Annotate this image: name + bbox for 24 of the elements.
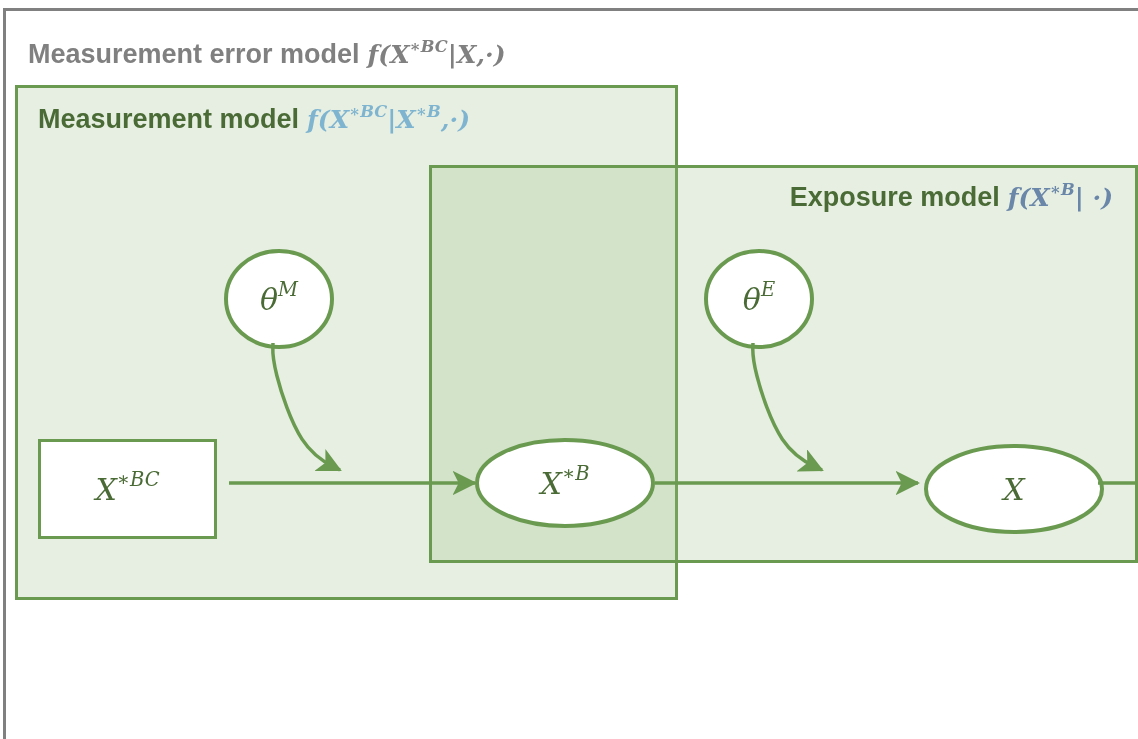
connector-line — [1098, 481, 1138, 485]
panel-title: Measurement error model — [28, 39, 360, 70]
formula: f(X$^{∗BC}$|X$^{∗B}$,·) — [307, 105, 470, 134]
variable-node — [224, 249, 334, 349]
observed-variable-box — [38, 439, 217, 539]
arrow — [271, 342, 342, 472]
panel-title: Exposure model — [789, 182, 1000, 213]
model-panel — [15, 85, 678, 600]
variable-label: θ$^{M}$ — [260, 281, 298, 317]
formula: f(X$^{∗B}$| ·) — [1007, 183, 1113, 212]
variable-node — [475, 438, 655, 528]
panel-title: Measurement model — [38, 104, 300, 135]
arrow — [751, 342, 824, 472]
variable-label: θ$^{E}$ — [742, 281, 776, 317]
arrow — [229, 470, 478, 496]
variable-label: X — [1003, 471, 1025, 507]
variable-label: X$^{∗B}$ — [540, 465, 590, 501]
arrow — [655, 470, 921, 496]
model-frame — [3, 8, 1138, 739]
variable-label: X$^{∗BC}$ — [95, 471, 160, 507]
variable-node — [704, 249, 814, 349]
model-panel — [429, 165, 1138, 563]
variable-node — [924, 444, 1104, 534]
formula: f(X$^{∗BC}$|X,·) — [367, 40, 506, 69]
